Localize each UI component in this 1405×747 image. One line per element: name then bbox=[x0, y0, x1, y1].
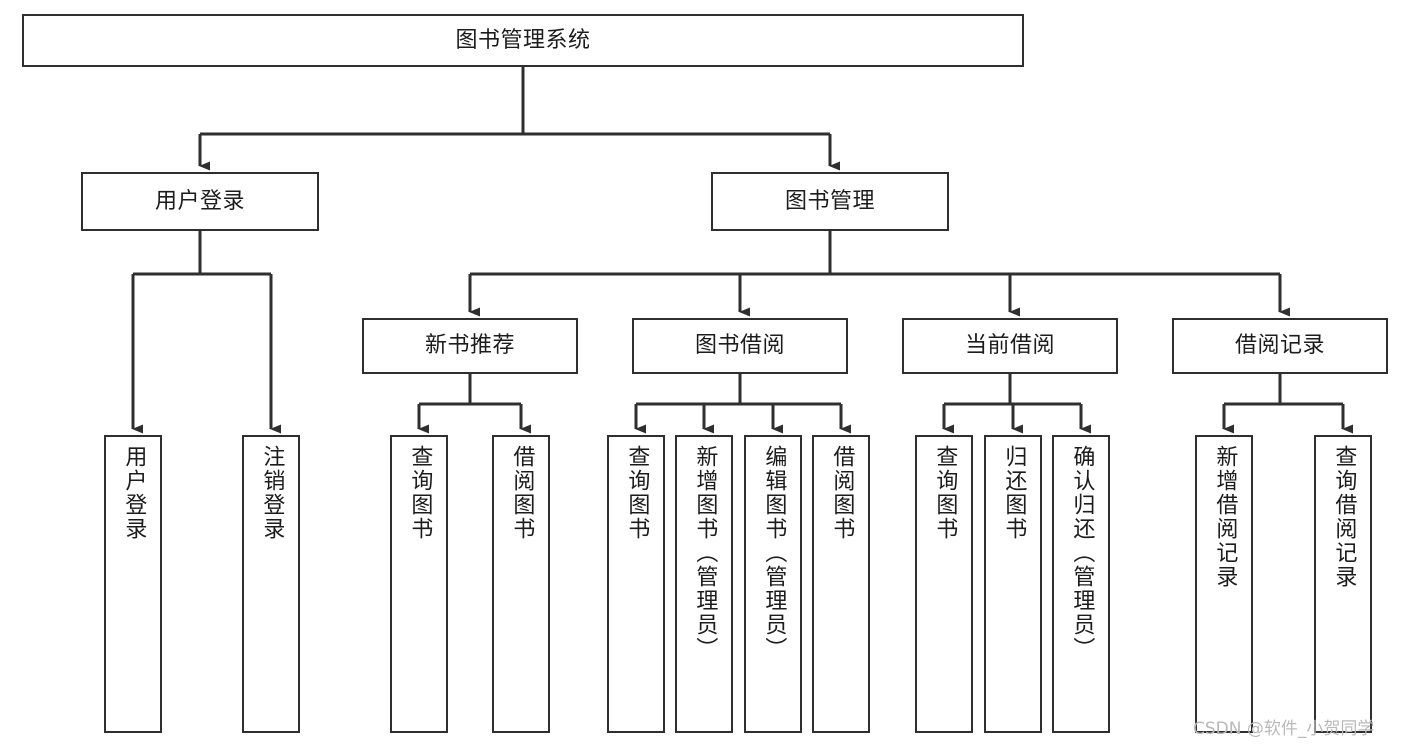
leaf-label: 归还图书 bbox=[1001, 445, 1027, 541]
leaf-label: 新增借阅记录 bbox=[1212, 445, 1238, 589]
leaf-label: 查询借阅记录 bbox=[1331, 445, 1357, 589]
leaf-user-login-signin[interactable]: 用户登录 bbox=[104, 435, 162, 733]
leaf-record-query-record[interactable]: 查询借阅记录 bbox=[1314, 435, 1372, 733]
leaf-label: 借阅图书 bbox=[509, 445, 535, 541]
node-borrow-record-label: 借阅记录 bbox=[1234, 333, 1325, 359]
leaf-borrow-borrow-book[interactable]: 借阅图书 bbox=[812, 435, 870, 733]
node-user-login[interactable]: 用户登录 bbox=[81, 172, 319, 231]
leaf-current-return-book[interactable]: 归还图书 bbox=[984, 435, 1042, 733]
leaf-label: 确认归还（管理员） bbox=[1069, 445, 1095, 661]
leaf-recommend-query-book[interactable]: 查询图书 bbox=[390, 435, 448, 733]
leaf-label: 查询图书 bbox=[407, 445, 433, 541]
leaf-user-login-signout[interactable]: 注销登录 bbox=[242, 435, 300, 733]
leaf-borrow-add-book-admin[interactable]: 新增图书（管理员） bbox=[675, 435, 733, 733]
node-book-borrow-label: 图书借阅 bbox=[694, 333, 785, 359]
leaf-label: 查询图书 bbox=[624, 445, 650, 541]
leaf-borrow-edit-book-admin[interactable]: 编辑图书（管理员） bbox=[744, 435, 802, 733]
leaf-borrow-query-book[interactable]: 查询图书 bbox=[607, 435, 665, 733]
leaf-label: 编辑图书（管理员） bbox=[761, 445, 787, 661]
node-new-book-recommend[interactable]: 新书推荐 bbox=[362, 318, 578, 374]
node-book-borrow[interactable]: 图书借阅 bbox=[632, 318, 848, 374]
node-current-borrow[interactable]: 当前借阅 bbox=[902, 318, 1118, 374]
node-book-management-label: 图书管理 bbox=[784, 188, 875, 214]
node-new-book-recommend-label: 新书推荐 bbox=[424, 333, 515, 359]
leaf-label: 新增图书（管理员） bbox=[692, 445, 718, 661]
leaf-label: 借阅图书 bbox=[829, 445, 855, 541]
leaf-label: 注销登录 bbox=[259, 445, 285, 541]
leaf-current-query-book[interactable]: 查询图书 bbox=[915, 435, 973, 733]
leaf-recommend-borrow-book[interactable]: 借阅图书 bbox=[492, 435, 550, 733]
node-root[interactable]: 图书管理系统 bbox=[22, 14, 1024, 67]
node-root-label: 图书管理系统 bbox=[455, 27, 591, 53]
watermark-text: CSDN @软件_小贺同学 bbox=[1193, 719, 1375, 739]
leaf-label: 用户登录 bbox=[121, 445, 147, 541]
node-user-login-label: 用户登录 bbox=[154, 188, 245, 214]
leaf-label: 查询图书 bbox=[932, 445, 958, 541]
node-current-borrow-label: 当前借阅 bbox=[964, 333, 1055, 359]
node-book-management[interactable]: 图书管理 bbox=[711, 172, 949, 231]
leaf-current-confirm-return-admin[interactable]: 确认归还（管理员） bbox=[1052, 435, 1110, 733]
node-borrow-record[interactable]: 借阅记录 bbox=[1172, 318, 1388, 374]
leaf-record-add-record[interactable]: 新增借阅记录 bbox=[1195, 435, 1253, 733]
